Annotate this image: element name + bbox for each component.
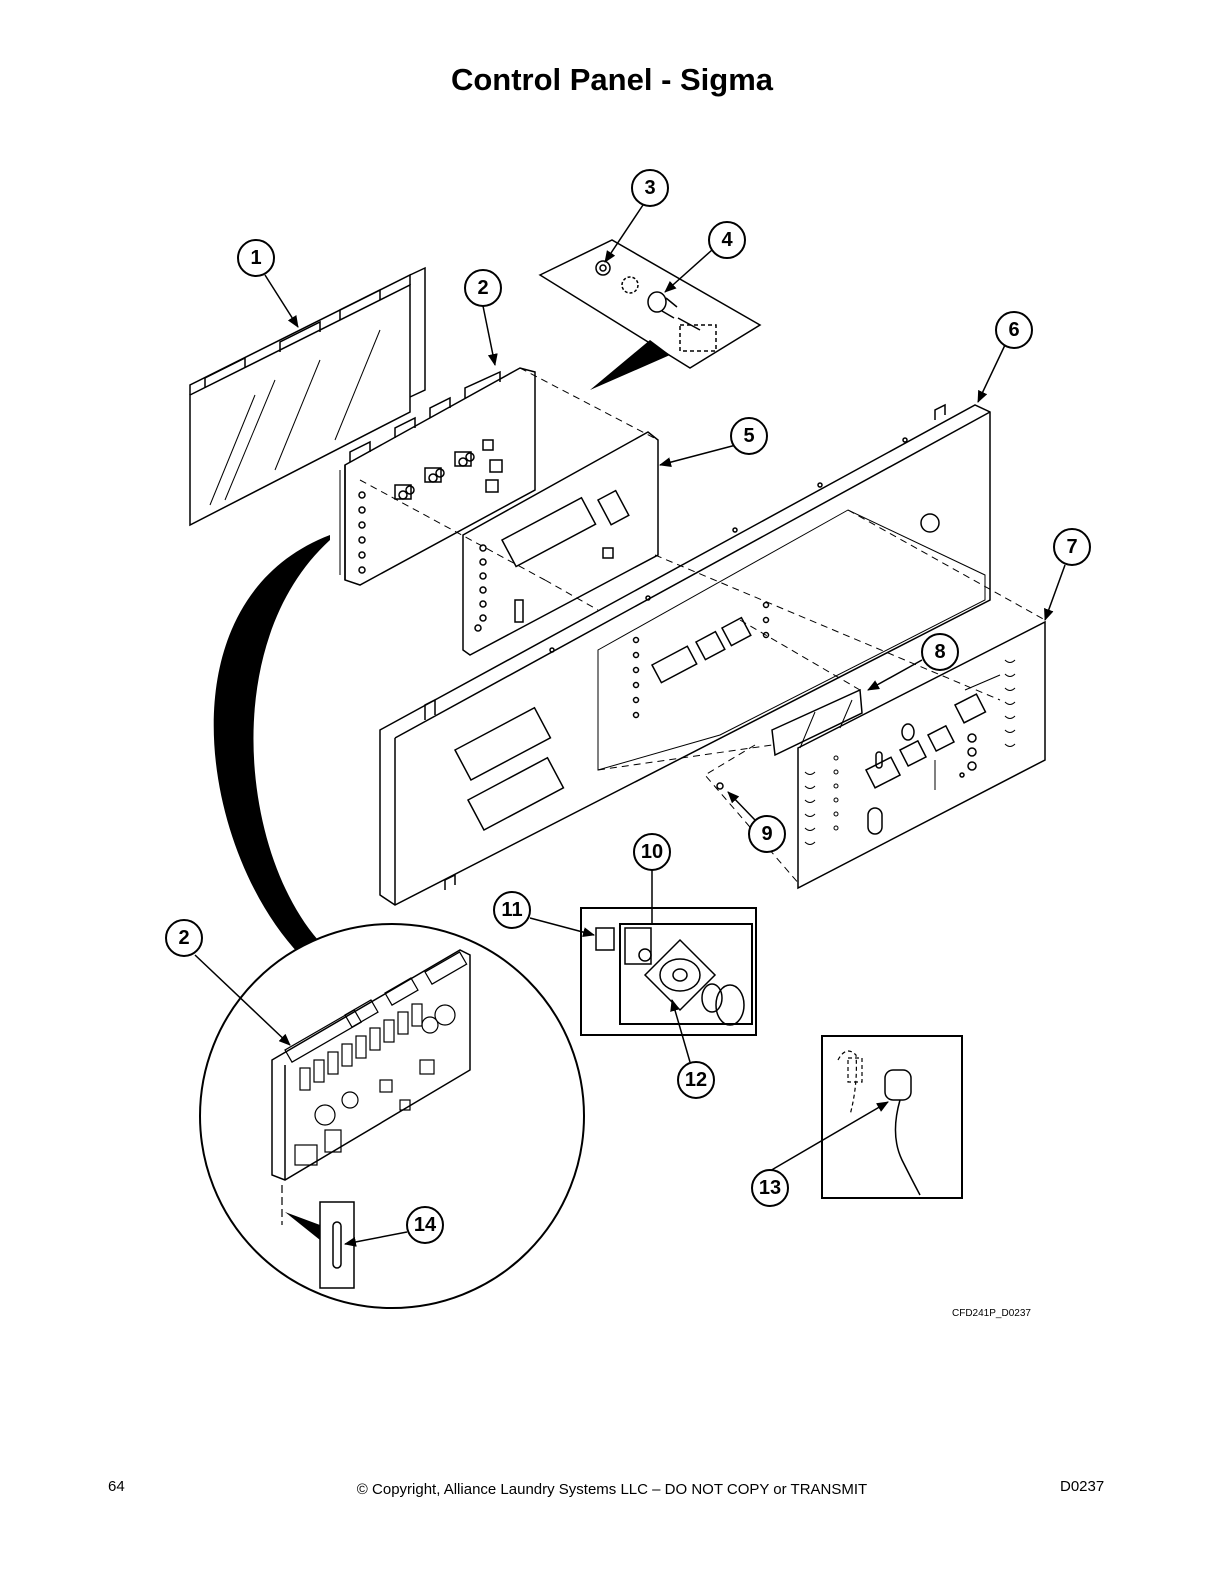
svg-text:1: 1 xyxy=(250,247,261,269)
callout-10: 10 xyxy=(633,833,671,871)
part-1-glass-panel xyxy=(189,266,426,527)
callout-3: 3 xyxy=(631,169,669,207)
callout-4: 4 xyxy=(708,221,746,259)
callout-7: 7 xyxy=(1053,528,1091,566)
part-8-display-window xyxy=(771,688,863,757)
part-3-4-button-hardware-detail xyxy=(538,239,762,390)
svg-text:10: 10 xyxy=(641,841,663,863)
callout-14: 14 xyxy=(406,1206,444,1244)
svg-text:2: 2 xyxy=(477,277,488,299)
svg-text:5: 5 xyxy=(743,425,754,447)
svg-text:13: 13 xyxy=(759,1177,781,1199)
callouts: 1 2 3 4 5 6 7 8 9 10 11 12 13 14 2 xyxy=(165,169,1091,1244)
svg-text:12: 12 xyxy=(685,1069,707,1091)
callout-8: 8 xyxy=(921,633,959,671)
svg-text:9: 9 xyxy=(761,823,772,845)
footer-copyright: © Copyright, Alliance Laundry Systems LL… xyxy=(356,1481,868,1498)
footer-page-number: 64 xyxy=(108,1478,125,1495)
part-10-11-12-emergency-stop-assembly xyxy=(580,907,757,1036)
part-13-sensor-detail xyxy=(821,1035,963,1199)
callout-9: 9 xyxy=(748,815,786,853)
part-7-overlay-faceplate xyxy=(797,620,1046,890)
svg-text:2: 2 xyxy=(178,927,189,949)
callout-5: 5 xyxy=(730,417,768,455)
callout-12: 12 xyxy=(677,1061,715,1099)
footer-doc-id: D0237 xyxy=(1060,1478,1105,1495)
page-title: Control Panel - Sigma xyxy=(450,62,774,97)
part-2-control-board xyxy=(339,367,536,586)
explosion-lines xyxy=(359,367,1046,886)
callout-6: 6 xyxy=(995,311,1033,349)
svg-text:3: 3 xyxy=(644,177,655,199)
callout-2-lower: 2 xyxy=(165,919,203,957)
part-9-screw xyxy=(716,782,724,790)
part-2-board-enlarged-detail xyxy=(199,535,585,1309)
overlay-indicator-rows xyxy=(804,659,1016,845)
svg-text:4: 4 xyxy=(721,229,733,251)
svg-text:6: 6 xyxy=(1008,319,1019,341)
callout-2-upper: 2 xyxy=(464,269,502,307)
svg-text:7: 7 xyxy=(1066,536,1077,558)
leader-lines xyxy=(194,204,1066,1247)
part-5-display-bracket xyxy=(462,431,659,656)
drawing-code: CFD241P_D0237 xyxy=(952,1308,1031,1319)
svg-text:8: 8 xyxy=(934,641,945,663)
callout-13: 13 xyxy=(751,1169,789,1207)
callout-1: 1 xyxy=(237,239,275,277)
callout-11: 11 xyxy=(493,891,531,929)
svg-text:14: 14 xyxy=(414,1214,437,1236)
svg-text:11: 11 xyxy=(501,899,522,921)
